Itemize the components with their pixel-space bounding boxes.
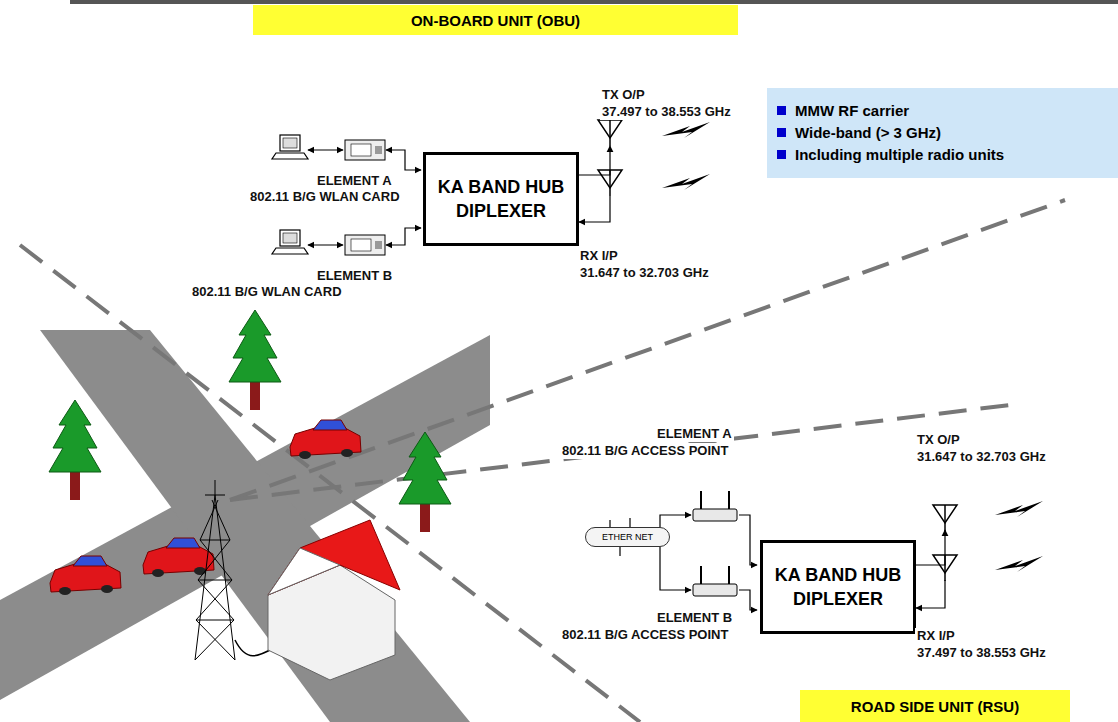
spec-label: 802.11 B/G ACCESS POINT bbox=[560, 627, 730, 643]
unit-banner: ON-BOARD UNIT (OBU) bbox=[253, 5, 738, 35]
node-text: ON-BOARD UNIT (OBU) bbox=[411, 12, 580, 29]
spec-label: 37.497 to 38.553 GHz bbox=[915, 645, 1048, 661]
node-text: KA BAND HUB DIPLEXER bbox=[426, 175, 576, 223]
node-text: ETHER NET bbox=[602, 532, 653, 542]
house bbox=[268, 520, 400, 680]
node-text: Wide-band (> 3 GHz) bbox=[777, 122, 941, 144]
spec-label: 31.647 to 32.703 GHz bbox=[915, 449, 1048, 465]
node-text: KA BAND HUB DIPLEXER bbox=[763, 563, 913, 611]
diplexer-box: KA BAND HUB DIPLEXER bbox=[760, 540, 916, 634]
spec-label: 37.497 to 38.553 GHz bbox=[600, 104, 733, 120]
port-label: TX O/P bbox=[915, 432, 962, 448]
node-text: ROAD SIDE UNIT (RSU) bbox=[851, 698, 1019, 715]
port-label: TX O/P bbox=[600, 87, 647, 103]
port-label: ELEMENT B bbox=[655, 610, 734, 626]
tower bbox=[195, 480, 235, 660]
unit-banner: ROAD SIDE UNIT (RSU) bbox=[800, 690, 1070, 722]
spec-label: 802.11 B/G WLAN CARD bbox=[248, 189, 402, 205]
port-label: RX I/P bbox=[915, 628, 957, 644]
spec-label: 802.11 B/G ACCESS POINT bbox=[560, 443, 730, 459]
port-label: ELEMENT B bbox=[315, 268, 394, 284]
node-text: Including multiple radio units bbox=[777, 144, 1004, 166]
port-label: RX I/P bbox=[578, 248, 620, 264]
diplexer-box: KA BAND HUB DIPLEXER bbox=[423, 152, 579, 246]
spec-label: 802.11 B/G WLAN CARD bbox=[190, 284, 344, 300]
port-label: ELEMENT A bbox=[315, 173, 394, 189]
spec-label: 31.647 to 32.703 GHz bbox=[578, 265, 711, 281]
ethernet-bus: ETHER NET bbox=[585, 527, 670, 547]
node-text: MMW RF carrier bbox=[777, 100, 909, 122]
feature-callout: MMW RF carrierWide-band (> 3 GHz)Includi… bbox=[767, 88, 1118, 178]
port-label: ELEMENT A bbox=[655, 426, 734, 442]
